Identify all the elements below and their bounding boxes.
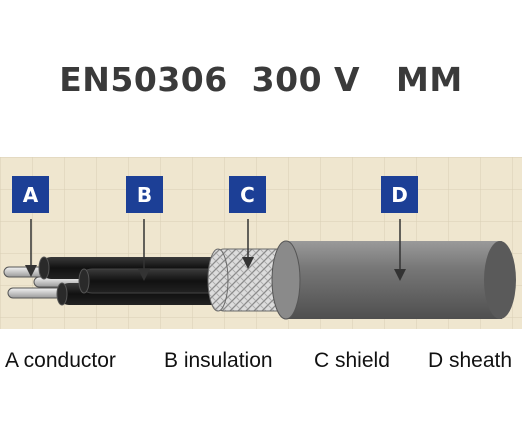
caption-insulation: B insulation — [164, 349, 273, 372]
svg-text:A: A — [23, 183, 39, 207]
caption-conductor: A conductor — [5, 349, 116, 372]
badge-b: B — [126, 176, 163, 213]
svg-text:B: B — [137, 183, 152, 207]
diagram-title: EN50306 300 V MM — [59, 60, 463, 99]
cable-diagram: A B C D — [0, 157, 522, 329]
insulation-cores — [38, 256, 241, 306]
badge-d: D — [381, 176, 418, 213]
svg-text:D: D — [391, 183, 408, 207]
caption-sheath: D sheath — [428, 349, 513, 372]
caption-shield: C shield — [314, 349, 390, 372]
outer-sheath — [271, 240, 516, 320]
badge-c: C — [229, 176, 266, 213]
svg-text:C: C — [240, 183, 255, 207]
legend-captions: A conductor B insulation C shield D shea… — [0, 349, 522, 379]
badge-a: A — [12, 176, 49, 213]
